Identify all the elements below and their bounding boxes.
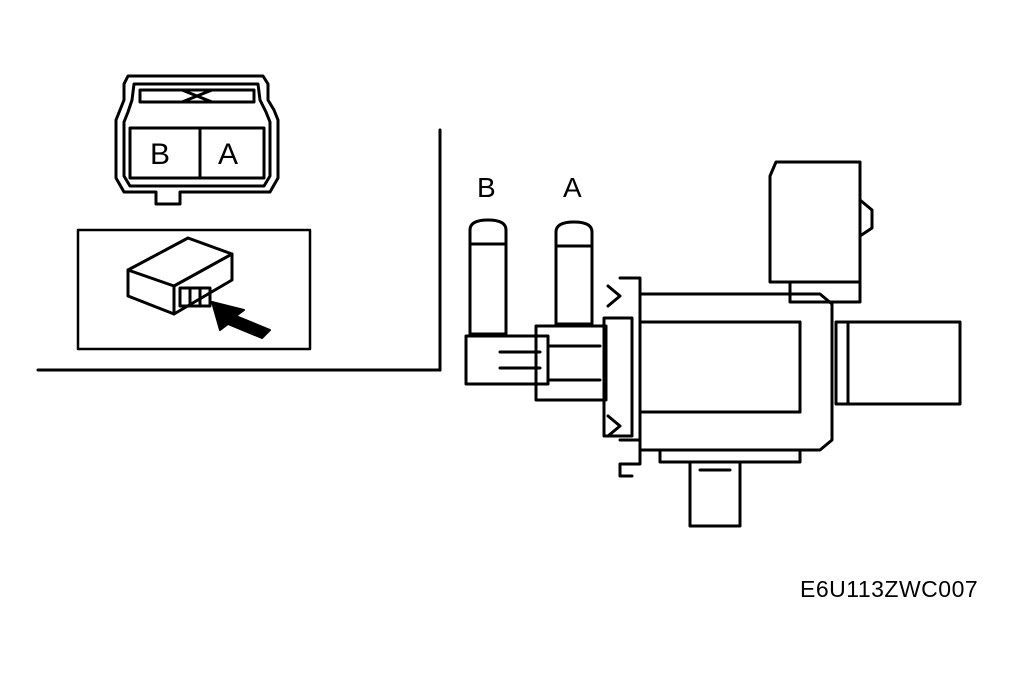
panel-divider	[36, 128, 442, 372]
connector-pin-b-label: B	[150, 138, 171, 171]
connector-location-inset	[76, 228, 312, 351]
port-a-label: A	[563, 172, 582, 203]
solenoid-valve	[464, 160, 962, 528]
connector-pin-a-label: A	[218, 138, 239, 171]
port-b-label: B	[477, 172, 496, 203]
connector-face	[114, 74, 280, 206]
figure-code: E6U113ZWC007	[800, 576, 979, 602]
